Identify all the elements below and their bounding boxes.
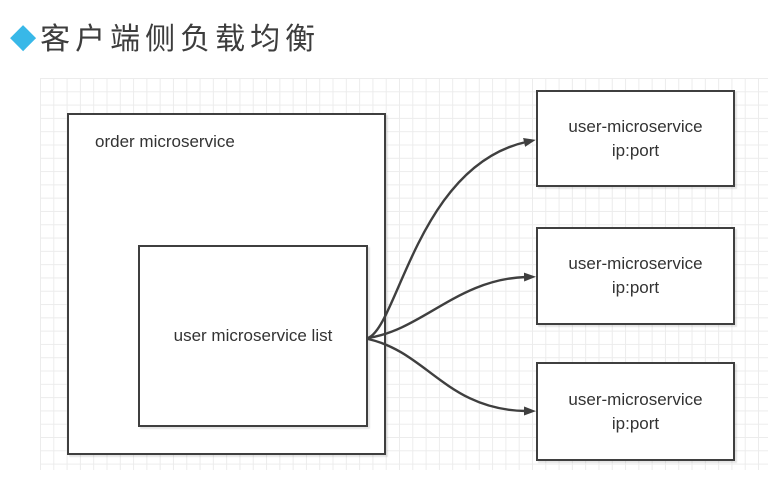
order-microservice-label: order microservice <box>95 132 235 151</box>
target-box-2-address: ip:port <box>611 278 660 297</box>
target-box-1: user-microservice ip:port <box>536 90 735 187</box>
user-microservice-list-label: user microservice list <box>173 326 333 345</box>
target-box-3-address: ip:port <box>611 413 660 433</box>
page-title: 客户端侧负载均衡 <box>40 23 321 56</box>
target-box-3: user-microservice ip:port <box>536 362 735 461</box>
target-box-1-name: user-microservice <box>568 116 703 136</box>
target-box-3-name: user-microservice <box>568 389 703 409</box>
page-title-row: ◆ 客户端侧负载均衡 <box>10 14 320 58</box>
target-box-2-name: user-microservice <box>568 254 703 273</box>
diamond-icon: ◆ <box>10 17 37 55</box>
target-box-1-address: ip:port <box>611 140 660 160</box>
target-box-2: user-microservice ip:port <box>536 227 735 325</box>
user-microservice-list-box: user microservice list <box>138 245 368 427</box>
